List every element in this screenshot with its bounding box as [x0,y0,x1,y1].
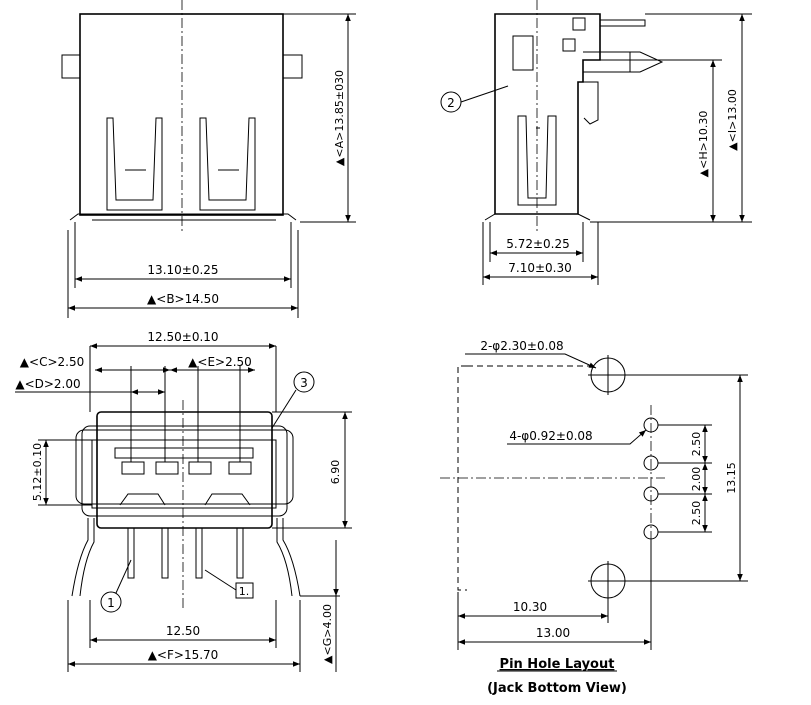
front-right-contact [199,117,256,211]
side-body-outline [494,13,601,215]
end-pin-2 [161,527,169,579]
end-pin-1 [127,527,135,579]
dim-c-2-50: ▲<C>2.50 [20,355,84,369]
callout-2-leader [460,85,509,103]
side-top-pin [600,19,646,27]
hole-small-label: 4-φ0.92±0.08 [509,429,592,443]
front-left-contact [106,117,163,211]
pitch-2-00: 2.00 [690,467,703,492]
dim-d-2-00: ▲<D>2.00 [15,377,80,391]
dim-13-00: 13.00 [536,626,570,640]
end-contact-3 [188,461,212,475]
dim-5-72: 5.72±0.25 [506,237,570,251]
side-window-large [512,35,534,71]
front-view: 13.10±0.25 ▲<B>14.50 ▲<A>13.85±030 [61,0,356,318]
end-left-leg-inner [79,518,95,597]
end-body-outer [96,411,273,529]
hole-large-leader [465,353,597,369]
dim-12-50-top: 12.50±0.10 [147,330,218,344]
dim-5-12: 5.12±0.10 [31,443,44,501]
dim-7-10: 7.10±0.30 [508,261,572,275]
end-contact-1 [121,461,145,475]
end-pin-4 [236,527,244,579]
callout-1-leader [115,559,132,594]
end-shell-mid [81,425,288,517]
dim-b-14-50: ▲<B>14.50 [147,292,219,306]
hole-small-leader [507,429,647,445]
pitch-2-50-a: 2.50 [690,432,703,457]
end-right-leg-inner [276,518,293,597]
dim-g-4-00: ▲<G>4.00 [321,604,334,664]
callout-1: 1 [107,596,115,610]
end-right-leg [282,518,301,597]
callout-3: 3 [300,376,308,390]
side-base-flange [484,213,591,221]
end-pin-3 [195,527,203,579]
callout-3-circle [293,371,315,393]
callout-1-circle [100,591,122,613]
end-shell-outer [75,429,294,505]
callout-2: 2 [447,96,455,110]
layout-subtitle: (Jack Bottom View) [487,681,627,696]
side-view: 2 ▲<H>10.30 ▲<I>13.00 5.72±0.25 7.10±0.3… [440,0,752,285]
front-right-tab [283,54,303,79]
dim-6-90: 6.90 [329,460,342,485]
hole-large-label: 2-φ2.30±0.08 [480,339,563,353]
front-body-outline [79,13,284,216]
side-tab [578,81,599,125]
note-box-label: 1. [239,585,250,598]
pitch-2-50-b: 2.50 [690,501,703,526]
end-receptacle [91,439,277,509]
end-left-leg [71,518,89,597]
dim-e-2-50: ▲<E>2.50 [188,355,252,369]
callout-3-leader [271,389,297,429]
end-contact-4 [228,461,252,475]
dim-h-10-30: ▲<H>10.30 [697,111,710,178]
side-latch-arm [583,51,664,73]
dim-i-13-00: ▲<I>13.00 [726,89,739,151]
layout-title: Pin Hole Layout [500,657,615,672]
note-box-leader [204,569,237,591]
dim-13-10: 13.10±0.25 [147,263,218,277]
front-base-flange [69,213,297,221]
dim-12-50-bottom: 12.50 [166,624,200,638]
side-window-small [562,38,576,52]
dim-f-15-70: ▲<F>15.70 [148,648,219,662]
note-box [235,582,254,599]
dim-10-30: 10.30 [513,600,547,614]
end-lower-key-right [204,493,251,506]
end-view: 12.50±0.10 ▲<C>2.50 ▲<E>2.50 ▲<D>2.00 [15,330,352,672]
front-left-tab [61,54,80,79]
end-contact-2 [155,461,179,475]
pin-hole-layout: 2-φ2.30±0.08 4-φ0.92±0.08 2.50 2.00 2.50… [440,339,748,696]
dim-13-15: 13.15 [725,462,738,494]
side-window-small-top [572,17,586,31]
side-contact [517,115,557,206]
end-tongue [114,447,254,459]
dim-a-13-85: ▲<A>13.85±030 [333,70,346,166]
end-lower-key-left [119,493,166,506]
